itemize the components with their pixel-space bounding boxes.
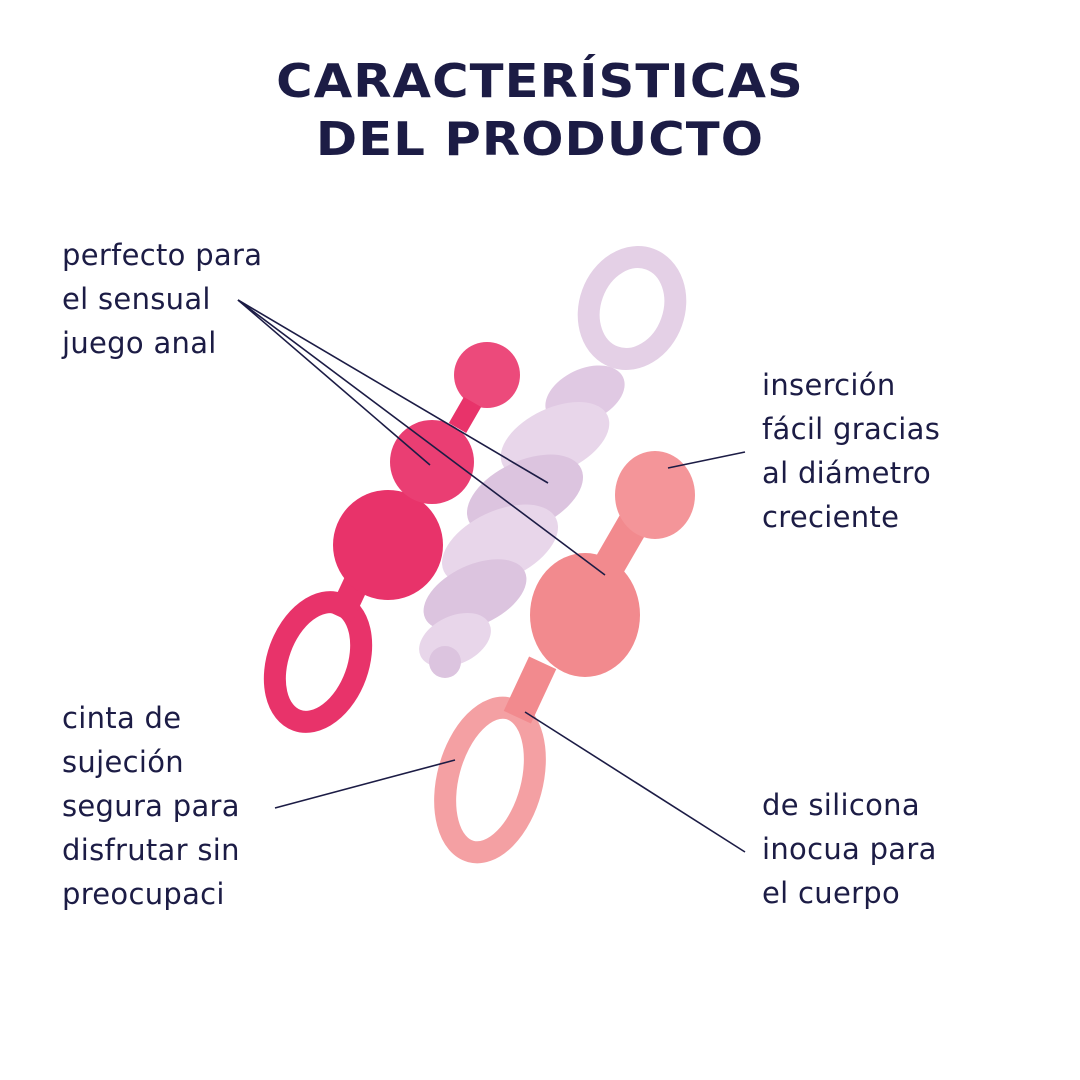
callout-easy-insertion: inserción fácil gracias al diámetro crec…: [762, 368, 941, 534]
page-title: CARACTERÍSTICAS DEL PRODUCTO: [276, 54, 804, 166]
callout-retrieval-loop: cinta de sujeción segura para disfrutar …: [62, 701, 240, 911]
magenta-beads-plug: [263, 342, 520, 733]
salmon-plug: [434, 451, 695, 864]
callout-anal-play: perfecto para el sensual juego anal: [62, 238, 263, 360]
leader-lines: [237, 299, 746, 853]
lavender-twisted-plug: [419, 246, 687, 678]
callout-body-safe-silicone: de silicona inocua para el cuerpo: [762, 788, 937, 910]
